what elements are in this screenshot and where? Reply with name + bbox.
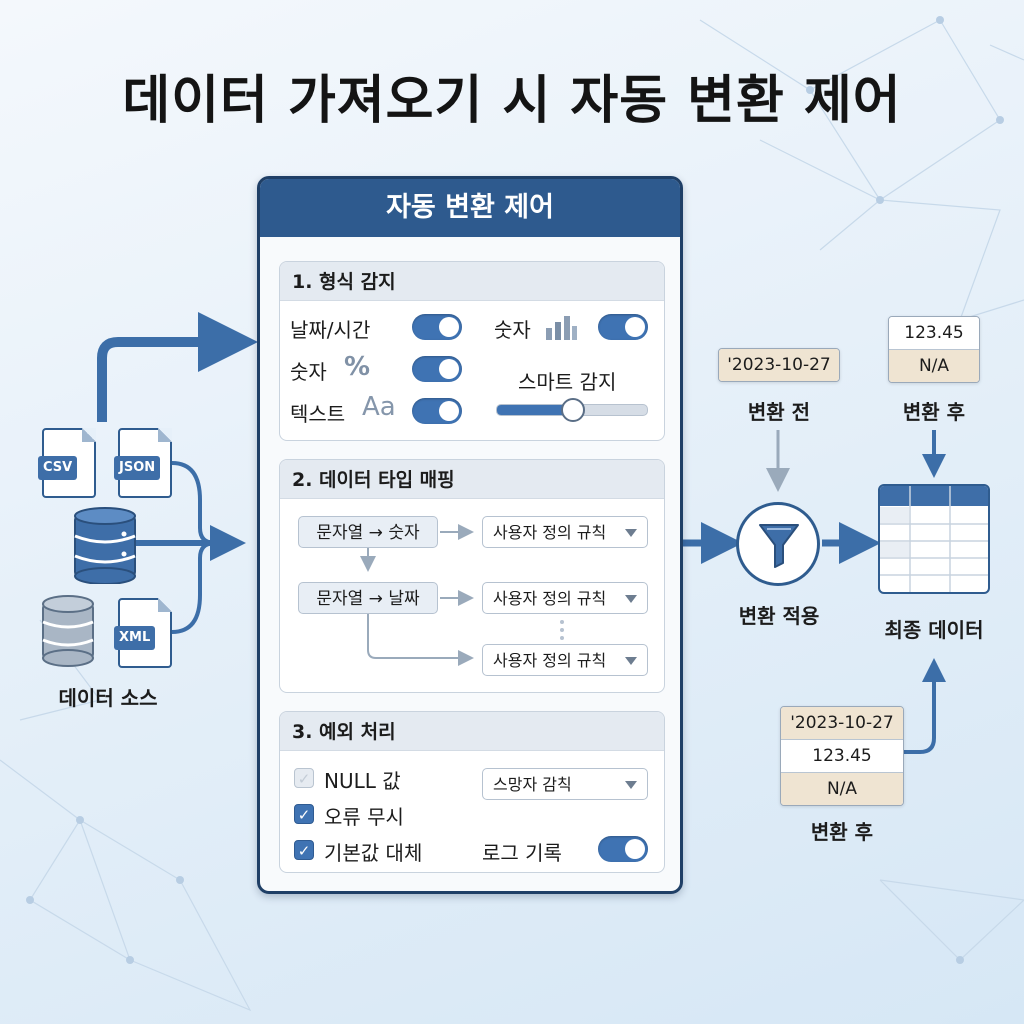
number-icon (546, 316, 577, 340)
after-bottom-value-3: N/A (781, 773, 903, 805)
table-grid (880, 486, 988, 592)
number-label: 숫자 (494, 318, 531, 342)
string-to-number-mapping[interactable]: 문자열 → 숫자 (298, 516, 438, 548)
text-icon: Aa (362, 392, 396, 422)
final-data-caption: 최종 데이터 (884, 618, 984, 642)
json-tag: JSON (114, 456, 161, 480)
exception-handling-section: 3. 예외 처리 ✓ NULL 값 스망자 감칙 ✓ 오류 무시 ✓ 기본값 대… (279, 711, 665, 873)
date-time-toggle[interactable] (412, 314, 462, 340)
default-replace-label: 기본값 대체 (324, 841, 423, 865)
after-top-values: 123.45 N/A (888, 316, 980, 383)
after-top-value-1: 123.45 (889, 317, 979, 350)
after-top-caption: 변환 후 (902, 400, 966, 424)
before-value: '2023-10-27 (719, 349, 839, 381)
page-title: 데이터 가져오기 시 자동 변환 제어 (122, 71, 902, 131)
date-time-label: 날짜/시간 (290, 318, 371, 342)
csv-tag: CSV (38, 456, 78, 480)
chevron-down-icon (625, 657, 637, 665)
xml-tag: XML (114, 626, 156, 650)
smart-detect-label: 스마트 감지 (518, 370, 617, 394)
mapping-rule-2-value: 사용자 정의 규칙 (493, 589, 607, 608)
string-to-date-mapping[interactable]: 문자열 → 날짜 (298, 582, 438, 614)
mapping-rule-3-value: 사용자 정의 규칙 (493, 651, 607, 670)
mapping-connectors (360, 524, 564, 666)
null-value-label: NULL 값 (324, 769, 401, 793)
data-sources-caption: 데이터 소스 (58, 686, 158, 710)
auto-conversion-panel: 자동 변환 제어 1. 형식 감지 날짜/시간 숫자 숫자 % 스마트 감지 텍… (257, 176, 683, 894)
before-value-box: '2023-10-27 (718, 348, 840, 382)
log-record-label: 로그 기록 (482, 841, 562, 865)
number-toggle[interactable] (598, 314, 648, 340)
mapping-rule-1-value: 사용자 정의 규칙 (493, 523, 607, 542)
percent-toggle[interactable] (412, 356, 462, 382)
format-detection-heading: 1. 형식 감지 (280, 262, 664, 301)
default-replace-checkbox[interactable]: ✓ (294, 840, 314, 860)
chevron-down-icon (625, 595, 637, 603)
smart-detect-slider-fill (497, 405, 572, 415)
ignore-errors-label: 오류 무시 (324, 805, 404, 829)
after-bottom-value-2: 123.45 (781, 740, 903, 773)
chevron-down-icon (625, 781, 637, 789)
json-file-icon: JSON (114, 428, 172, 498)
xml-file-icon: XML (114, 598, 172, 668)
text-toggle[interactable] (412, 398, 462, 424)
mapping-rule-select-2[interactable]: 사용자 정의 규칙 (482, 582, 648, 614)
text-label: 텍스트 (290, 402, 346, 426)
format-detection-section: 1. 형식 감지 날짜/시간 숫자 숫자 % 스마트 감지 텍스트 Aa (279, 261, 665, 441)
database-icon (74, 507, 136, 584)
chevron-down-icon (625, 529, 637, 537)
database-gray-icon (42, 595, 94, 667)
exception-select[interactable]: 스망자 감칙 (482, 768, 648, 800)
null-value-checkbox[interactable]: ✓ (294, 768, 314, 788)
after-bottom-values: '2023-10-27 123.45 N/A (780, 706, 904, 806)
filter-icon (759, 524, 799, 568)
before-caption: 변환 전 (747, 400, 811, 424)
table-icon (878, 484, 990, 594)
ignore-errors-checkbox[interactable]: ✓ (294, 804, 314, 824)
type-mapping-heading: 2. 데이터 타입 매핑 (280, 460, 664, 499)
apply-conversion-node (736, 502, 820, 586)
csv-file-icon: CSV (38, 428, 96, 498)
after-top-value-2: N/A (889, 350, 979, 382)
mapping-rule-select-3[interactable]: 사용자 정의 규칙 (482, 644, 648, 676)
log-record-toggle[interactable] (598, 836, 648, 862)
panel-header: 자동 변환 제어 (260, 179, 680, 237)
apply-conversion-caption: 변환 적용 (738, 604, 820, 628)
mapping-rule-select-1[interactable]: 사용자 정의 규칙 (482, 516, 648, 548)
exception-select-value: 스망자 감칙 (493, 775, 572, 794)
percent-number-label: 숫자 (290, 360, 327, 384)
after-bottom-caption: 변환 후 (810, 820, 874, 844)
type-mapping-section: 2. 데이터 타입 매핑 문자열 → 숫자 사용자 정의 규칙 문자열 → 날짜… (279, 459, 665, 693)
after-bottom-value-1: '2023-10-27 (781, 707, 903, 740)
percent-icon: % (344, 352, 371, 382)
smart-detect-slider-handle[interactable] (561, 398, 585, 422)
exception-handling-heading: 3. 예외 처리 (280, 712, 664, 751)
